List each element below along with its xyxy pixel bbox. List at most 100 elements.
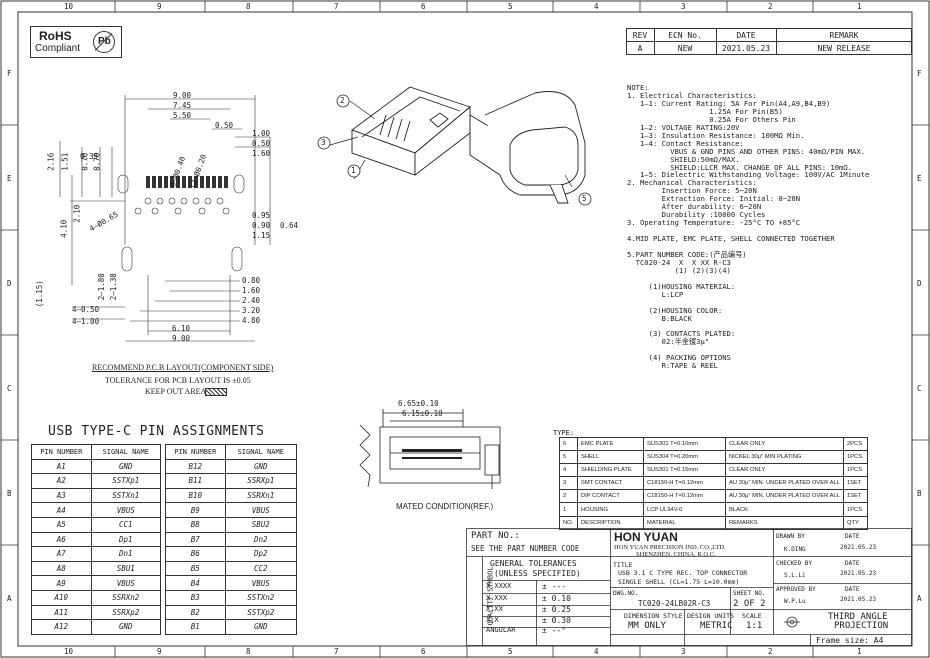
signal-name: Dp1 <box>90 531 162 548</box>
bom-cell: 1PCS <box>842 502 868 517</box>
bom-cell: 5 <box>559 450 578 465</box>
company-name: HON YUAN <box>614 530 678 544</box>
date-value: 2021.05.23 <box>721 44 771 53</box>
dim-text: 1.15 <box>252 231 271 240</box>
bom-cell: AU 30μ" MIN. UNDER PLATED OVER ALL <box>725 489 844 504</box>
tolerance-key: ANGULAR <box>486 626 516 634</box>
dim-text: 0.50 <box>252 139 271 148</box>
note-line: (1)HOUSING MATERIAL: <box>627 281 736 291</box>
callout-5: 5 <box>582 194 587 203</box>
note-line: (4) PACKING OPTIONS <box>627 353 731 363</box>
signal-name: SSTXp2 <box>224 604 298 621</box>
approved-by-name: W.P.Lu <box>784 598 806 605</box>
ruler-letter: E <box>917 174 922 183</box>
ruler-num: 1 <box>857 2 862 11</box>
tolerance-key: X.XXXX <box>486 582 512 590</box>
bom-cell: 4 <box>559 463 578 478</box>
signal-name: Dn2 <box>224 531 298 548</box>
dim-text: 1.60 <box>252 149 271 158</box>
bom-cell: DIP CONTACT <box>577 489 644 504</box>
signal-name: SSRXp1 <box>224 473 298 489</box>
note-line: 02:半金镀3μ" <box>627 337 710 347</box>
pin-number: A6 <box>31 531 92 548</box>
rev-header: REV <box>632 31 648 40</box>
connector-iso-view <box>317 86 592 206</box>
note-line: 3. Operating Temperature: -25°C TO +85°C <box>627 218 801 228</box>
note-line: 5.PART NUMBER CODE:(产品编号) <box>627 249 747 259</box>
ruler-num: 6 <box>421 2 426 11</box>
pin-number: A4 <box>31 502 92 518</box>
mated-view <box>359 409 501 489</box>
ruler-letter: A <box>917 594 922 603</box>
pin-number: B8 <box>165 516 226 533</box>
ruler-num: 6 <box>421 647 426 656</box>
bom-cell: 1 <box>559 502 578 517</box>
note-line: (3) CONTACTS PLATED: <box>627 329 736 339</box>
dim-style-label: DIMENSION STYLE <box>624 612 683 620</box>
drawn-by-name: K.DING <box>784 546 806 553</box>
drawn-by-label: DRAWN BY <box>776 533 805 540</box>
title-block-grid <box>466 528 912 646</box>
ruler-num: 4 <box>594 647 599 656</box>
pin-number: B2 <box>165 604 226 621</box>
signal-name: Dn1 <box>90 546 162 562</box>
ruler-num: 7 <box>334 647 339 656</box>
frame-size: Frame size: A4 <box>816 636 884 645</box>
projection-symbol <box>784 616 800 628</box>
signal-name: SSRXn2 <box>90 589 162 606</box>
bom-cell: 1PCS <box>842 450 868 465</box>
signal-name: Dp2 <box>224 546 298 562</box>
pin-number: A3 <box>31 487 92 504</box>
title-line-1: USB 3.1 C TYPE REC. TOP CONNECTOR <box>618 569 748 577</box>
note-line: Extraction Force: Initial: 8~20N <box>627 194 801 204</box>
note-line: R:TAPE & REEL <box>627 361 718 371</box>
remark-header: REMARK <box>829 31 859 40</box>
dim-text: 0.70 <box>92 152 102 171</box>
tolerance-key: X.XXX <box>486 594 508 602</box>
pin-number: A1 <box>31 458 92 475</box>
pin-number: A11 <box>31 604 92 621</box>
ecn-value: NEW <box>677 44 693 53</box>
bom-cell: CLEAR ONLY <box>725 463 844 478</box>
ruler-letter: B <box>7 489 12 498</box>
sheet-value: 2 OF 2 <box>733 599 766 609</box>
title-line-2: SINGLE SHELL (CL=1.75 L=10.0mm) <box>618 578 740 586</box>
ruler-letter: C <box>917 384 922 393</box>
part-no-label: PART NO.: <box>471 531 520 541</box>
ruler-letter: A <box>7 594 12 603</box>
tolerance-key: X.X <box>486 616 499 624</box>
signal-name: VBUS <box>224 502 298 518</box>
note-line: 1—3: Insulation Resistance: 100MΩ Min. <box>627 130 805 140</box>
signal-name: SSTXn2 <box>224 589 298 606</box>
company-sub1: HON YUAN PRECISION IND. CO.,LTD. <box>614 544 726 551</box>
dim-text: 0.90 <box>252 221 271 230</box>
ruler-num: 4 <box>594 2 599 11</box>
signal-name: GND <box>224 458 298 475</box>
pin-number: A9 <box>31 575 92 591</box>
bom-cell: SHELL <box>577 450 644 465</box>
signal-name: GND <box>90 619 162 635</box>
pin-number: B7 <box>165 531 226 548</box>
keep-out-swatch <box>205 388 227 396</box>
signal-name: GND <box>90 458 162 475</box>
ruler-num: 7 <box>334 2 339 11</box>
ruler-num: 3 <box>681 647 686 656</box>
pin-number: B3 <box>165 589 226 606</box>
pin-number: B4 <box>165 575 226 591</box>
bom-cell: SHIELDING PLATE <box>577 463 644 478</box>
dim-text: 9.00 <box>173 91 192 100</box>
sheet-label: SHEET NO. <box>733 590 766 597</box>
pin-number: B1 <box>165 619 226 635</box>
design-units-value: METRIC <box>700 621 733 631</box>
note-line: 2. Mechanical Characteristics: <box>627 178 757 188</box>
